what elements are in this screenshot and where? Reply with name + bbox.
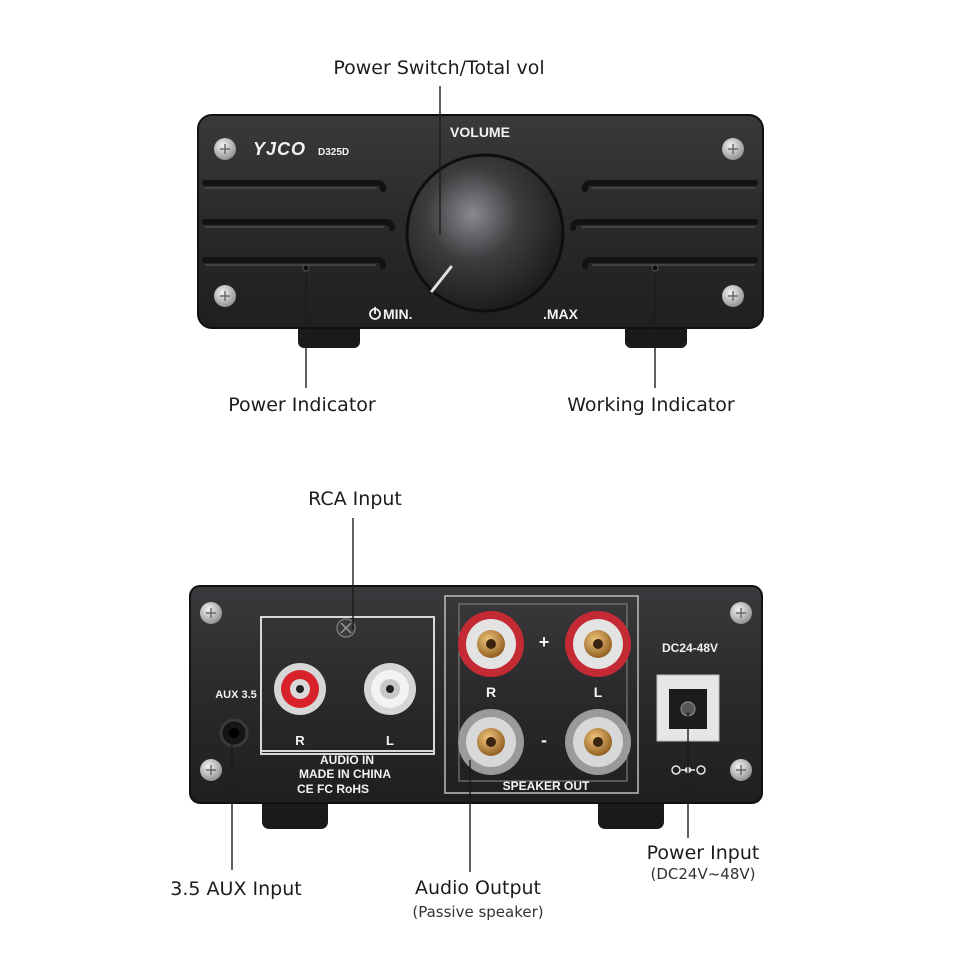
rca-input-left[interactable] bbox=[364, 663, 416, 715]
front-screw-tr bbox=[722, 138, 744, 160]
callout-working-indicator: Working Indicator bbox=[567, 394, 735, 416]
back-screw-bl bbox=[200, 759, 222, 781]
front-screw-bl bbox=[214, 285, 236, 307]
max-label: .MAX bbox=[543, 306, 579, 322]
speaker-out-red-right[interactable] bbox=[458, 611, 524, 677]
callout-audio-output-sub: (Passive speaker) bbox=[412, 903, 543, 921]
speaker-plus-label: + bbox=[539, 632, 550, 652]
callout-power-input: Power Input bbox=[647, 842, 760, 864]
callout-power-input-sub: (DC24V~48V) bbox=[651, 865, 756, 883]
speaker-l-label: L bbox=[594, 684, 603, 700]
power-indicator-led bbox=[302, 264, 310, 272]
brand-logo: YJCO bbox=[253, 139, 306, 159]
speaker-out-frame bbox=[444, 595, 639, 794]
speaker-out-black-left[interactable] bbox=[565, 709, 631, 775]
callout-power-indicator: Power Indicator bbox=[228, 394, 376, 416]
audio-in-l-label: L bbox=[386, 733, 394, 748]
callout-aux-input: 3.5 AUX Input bbox=[170, 878, 301, 900]
front-screw-tl bbox=[214, 138, 236, 160]
audio-in-r-label: R bbox=[295, 733, 305, 748]
rca-input-right[interactable] bbox=[274, 663, 326, 715]
speaker-minus-label: - bbox=[541, 730, 547, 750]
speaker-out-black-right[interactable] bbox=[458, 709, 524, 775]
min-label: MIN. bbox=[383, 306, 413, 322]
front-grooves-left bbox=[202, 180, 395, 269]
certification-marks: CE FC RoHS bbox=[297, 782, 369, 796]
callout-audio-output: Audio Output bbox=[415, 877, 541, 899]
speaker-out-red-left[interactable] bbox=[565, 611, 631, 677]
dc-voltage-label: DC24-48V bbox=[662, 641, 718, 655]
rca-center-screw bbox=[336, 618, 356, 638]
power-symbol-icon bbox=[369, 307, 381, 320]
callout-rca-input: RCA Input bbox=[308, 488, 402, 510]
front-screw-br bbox=[722, 285, 744, 307]
audio-in-label: AUDIO IN bbox=[320, 753, 374, 767]
volume-label: VOLUME bbox=[450, 124, 510, 140]
front-panel: YJCO D325D VOLUME MIN. .MAX bbox=[197, 114, 764, 348]
working-indicator-led bbox=[651, 264, 659, 272]
back-screw-br bbox=[730, 759, 752, 781]
back-screw-tl bbox=[200, 602, 222, 624]
audio-in-frame bbox=[260, 616, 435, 755]
aux-label: AUX 3.5 bbox=[215, 689, 257, 701]
speaker-out-label: SPEAKER OUT bbox=[503, 779, 590, 793]
volume-knob[interactable] bbox=[405, 153, 565, 313]
speaker-r-label: R bbox=[486, 684, 496, 700]
back-panel: AUX 3.5 R L AUDIO IN MADE IN CHINA CE FC… bbox=[189, 585, 763, 829]
front-grooves-right bbox=[570, 180, 758, 269]
callout-power-switch: Power Switch/Total vol bbox=[333, 57, 544, 79]
made-in-label: MADE IN CHINA bbox=[299, 767, 391, 781]
model-label: D325D bbox=[318, 147, 349, 158]
volume-knob-indicator bbox=[430, 265, 453, 293]
back-screw-tr bbox=[730, 602, 752, 624]
